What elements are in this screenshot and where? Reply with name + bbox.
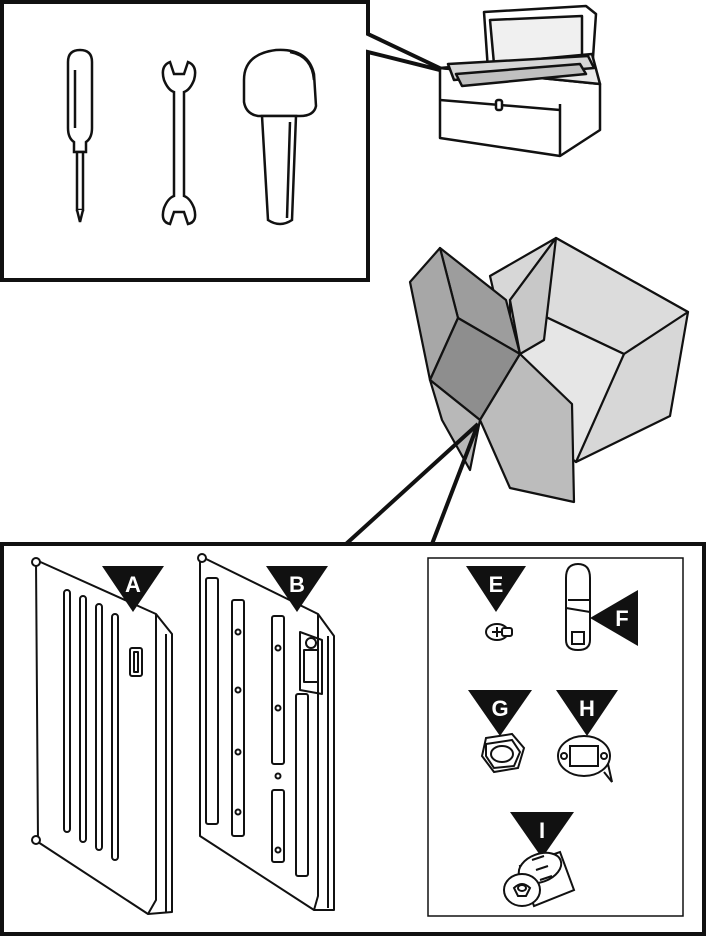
side-panel-b-icon <box>197 553 335 911</box>
side-panel-a-icon <box>31 557 173 915</box>
svg-text:E: E <box>489 572 504 597</box>
part-label-b: B <box>266 566 328 612</box>
part-label-g: G <box>468 690 532 736</box>
open-end-wrench-icon <box>161 60 197 226</box>
lock-cylinder-icon <box>503 850 576 908</box>
cam-lock-lever-icon <box>565 562 591 652</box>
toolbox-icon <box>438 4 602 158</box>
svg-text:A: A <box>125 572 141 597</box>
svg-text:G: G <box>491 696 508 721</box>
svg-text:I: I <box>539 818 545 843</box>
part-label-e: E <box>466 566 526 612</box>
tools-callout <box>0 0 449 282</box>
screw-icon <box>485 623 513 641</box>
svg-text:F: F <box>615 606 628 631</box>
part-label-a: A <box>102 566 164 612</box>
part-label-i: I <box>510 812 574 858</box>
part-label-f: F <box>590 590 638 646</box>
mallet-icon <box>242 48 318 226</box>
hex-nut-icon <box>480 732 526 774</box>
svg-text:B: B <box>289 572 305 597</box>
part-label-h: H <box>556 690 618 736</box>
retaining-washer-icon <box>557 735 613 783</box>
screwdriver-icon <box>66 48 94 223</box>
callout-leader-lines <box>344 422 480 546</box>
open-cardboard-box-icon <box>408 236 690 504</box>
svg-text:H: H <box>579 696 595 721</box>
